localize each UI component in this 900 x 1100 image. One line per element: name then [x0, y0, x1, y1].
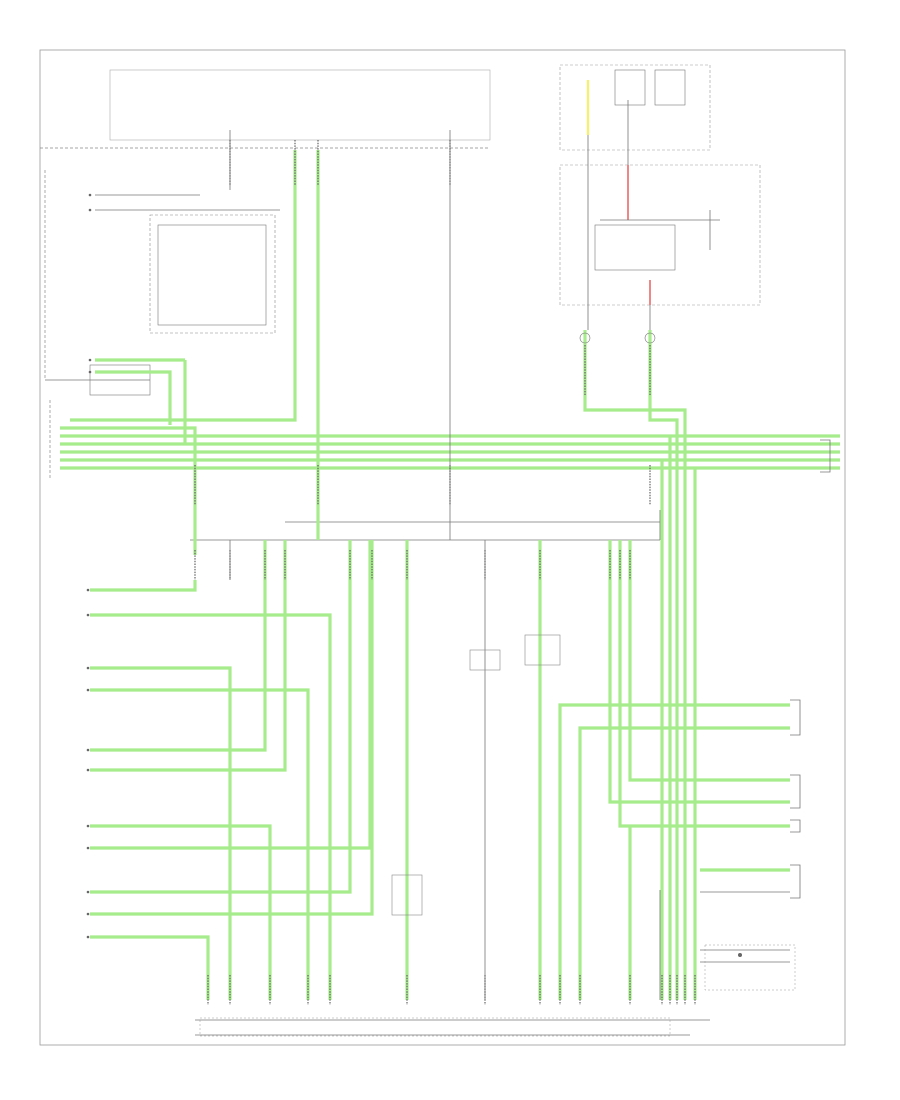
- connector-marks: [194, 140, 696, 1005]
- right-ground-box: [704, 944, 796, 991]
- right-connectors: [790, 439, 831, 899]
- connector-circles: [579, 332, 656, 344]
- left-small-switch: [89, 364, 151, 396]
- switch-panel-inner: [157, 224, 267, 326]
- grey-wires: [95, 100, 790, 1000]
- green-wires: [60, 150, 840, 1000]
- center-module: [391, 874, 423, 916]
- inner-module: [594, 224, 676, 271]
- right-module-box: [559, 164, 761, 306]
- relay-box: [109, 69, 491, 141]
- right-relay-box: [559, 64, 711, 151]
- diagram-frame: [39, 49, 846, 1046]
- terminal-dots: [86, 193, 742, 957]
- switch-panel: [149, 214, 276, 334]
- relay-contact: [654, 69, 686, 106]
- bottom-junction: [199, 1017, 671, 1037]
- relay-coil: [614, 69, 646, 106]
- center-lamp-left: [469, 649, 501, 671]
- center-lamp-right: [524, 634, 561, 666]
